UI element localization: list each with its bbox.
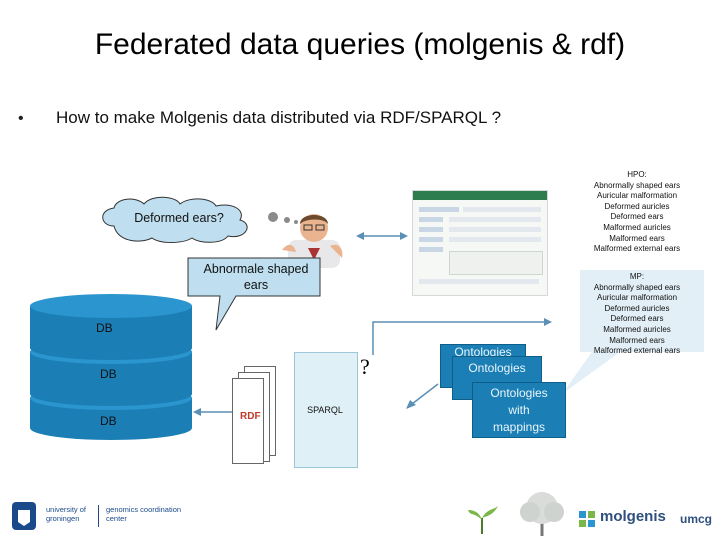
sparql-label: SPARQL [307, 405, 343, 415]
ontologies-label: Ontologies [468, 361, 526, 375]
db-label: DB [100, 414, 117, 428]
tree-logo-icon [520, 492, 564, 536]
speech-text: Abnormale shaped ears [203, 262, 309, 292]
mp-item: Malformed auricles [603, 324, 671, 334]
mp-item: Malformed external ears [593, 346, 681, 356]
thought-cloud [102, 196, 248, 243]
document-icon [232, 378, 264, 464]
db-label: DB [96, 321, 113, 335]
mp-term-list: MP: Abnormally shaped ears Auricular mal… [578, 272, 696, 357]
bullet-marker: • [18, 110, 24, 127]
plant-logo-icon [468, 506, 498, 534]
db-to-ontology-arrow [372, 318, 552, 355]
slide-title: Federated data queries (molgenis & rdf) [94, 28, 626, 61]
rdf-label: RDF [240, 411, 261, 422]
cloud-text: Deformed ears? [134, 211, 224, 225]
person-illustration [282, 214, 343, 268]
mp-heading: MP: [629, 272, 645, 281]
hpo-heading: HPO: [627, 170, 647, 179]
hpo-item: Abnormally shaped ears [593, 180, 681, 190]
university-logo-text: university of groningen [46, 505, 87, 523]
mp-item: Abnormally shaped ears [593, 282, 681, 292]
logo-divider [98, 505, 99, 527]
molgenis-logo-text: molgenis [600, 508, 666, 525]
mp-item: Deformed auricles [604, 303, 670, 313]
database-icon [30, 294, 192, 440]
mp-item: Deformed ears [610, 314, 664, 324]
db-label: DB [100, 367, 117, 381]
molgenis-browser-screenshot [412, 190, 548, 296]
ontologies-mappings-label: Ontologies with mappings [490, 386, 548, 434]
speech-bubble [187, 257, 321, 331]
hpo-term-list: HPO: Abnormally shaped ears Auricular ma… [578, 170, 696, 255]
molgenis-logo-icon [579, 511, 595, 527]
ontologies-label: Ontologies [454, 345, 512, 359]
question-mark: ? [360, 354, 370, 379]
umcg-logo-text: umcg [680, 512, 713, 526]
mp-item: Malformed ears [609, 335, 665, 345]
mp-callout-shape [562, 270, 704, 394]
database-stack [30, 294, 192, 440]
hpo-item: Deformed ears [610, 212, 664, 222]
rdf-to-db-arrow [193, 408, 232, 416]
hpo-item: Malformed auricles [603, 222, 671, 232]
hpo-item: Malformed external ears [593, 244, 681, 254]
ontologies-mappings-box: Ontologies with mappings [472, 382, 566, 438]
sparql-endpoint [294, 352, 358, 468]
hpo-item: Deformed auricles [604, 201, 670, 211]
hpo-item: Malformed ears [609, 233, 665, 243]
mp-item: Auricular malformation [596, 293, 678, 303]
double-arrow-icon [356, 232, 408, 240]
hpo-item: Auricular malformation [596, 191, 678, 201]
university-crest-icon [12, 502, 36, 530]
bullet-text: How to make Molgenis data distributed vi… [56, 108, 502, 127]
ontology-to-sparql-arrow [406, 383, 439, 409]
gcc-logo-text: genomics coordination center [106, 505, 182, 523]
